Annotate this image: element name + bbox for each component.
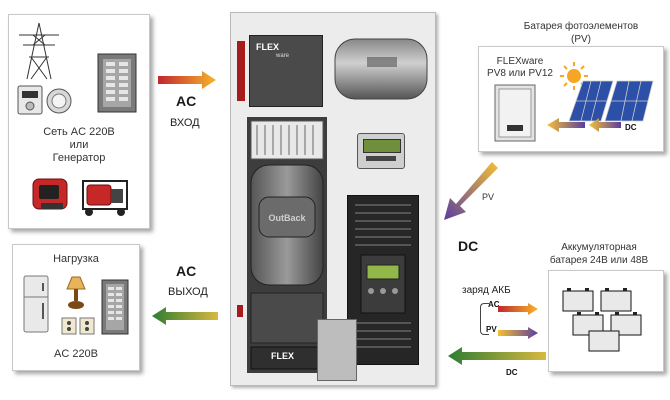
load-box: Нагрузка AC 220В bbox=[12, 244, 140, 371]
refrigerator-icon bbox=[23, 275, 49, 333]
lamp-icon bbox=[66, 276, 86, 309]
battery-dc-label: DC bbox=[506, 368, 518, 377]
load-voltage: AC 220В bbox=[53, 348, 99, 360]
brand-bottom: FLEX bbox=[271, 351, 295, 361]
top-right-tank bbox=[331, 33, 431, 105]
ac-output-sublabel: ВЫХОД bbox=[168, 286, 208, 298]
battery-title-line2: батарея 24В или 48В bbox=[549, 255, 649, 266]
pv-to-combiner-arrow-2 bbox=[589, 118, 621, 132]
ac-breaker-strip bbox=[237, 41, 245, 101]
sun-icon bbox=[560, 62, 588, 90]
solar-panels-icon bbox=[568, 80, 654, 122]
charge-bracket bbox=[480, 303, 489, 335]
red-tab bbox=[237, 305, 243, 317]
load-breaker-panel-icon bbox=[101, 279, 129, 335]
brand-top: FLEX bbox=[256, 42, 280, 52]
grid-label-line2: или bbox=[69, 139, 89, 151]
breaker-panel-icon bbox=[97, 53, 137, 113]
brand-top-sub: ware bbox=[276, 53, 290, 59]
bottom-conduit-box bbox=[317, 319, 357, 381]
battery-title-line1: Аккумуляторная bbox=[561, 242, 637, 253]
pv-combiner-box-icon bbox=[494, 84, 536, 142]
charge-ac-label: AC bbox=[488, 300, 500, 309]
panel-dc-label: DC bbox=[625, 123, 637, 132]
battery-dc-arrow bbox=[448, 347, 546, 365]
pv-title-line2: (PV) bbox=[571, 34, 591, 45]
ac-output-label: AC bbox=[176, 263, 197, 279]
power-pylon-icon bbox=[19, 22, 59, 80]
pv-to-combiner-arrow-1 bbox=[547, 118, 585, 132]
pv-combiner-line1: FLEXware bbox=[496, 56, 544, 67]
dc-label: DC bbox=[458, 238, 479, 254]
flexpower-system-enclosure: FLEX ware OutBack FLEX bbox=[230, 12, 436, 386]
pv-combiner-line2: PV8 или PV12 bbox=[487, 68, 553, 79]
ac-output-arrow bbox=[152, 307, 218, 325]
open-frame-generator-icon bbox=[82, 180, 128, 216]
svg-text:OutBack: OutBack bbox=[268, 213, 306, 223]
pv-array-box: FLEXware PV8 или PV12 DC bbox=[478, 46, 664, 152]
ac-input-arrow bbox=[158, 71, 216, 89]
pv-title-line1: Батарея фотоэлементов bbox=[523, 21, 639, 32]
radian-inverter-stack: OutBack bbox=[247, 117, 327, 373]
flexmax-charge-controller bbox=[347, 195, 419, 365]
charge-label: заряд АКБ bbox=[462, 285, 511, 296]
pv-to-controller-arrow bbox=[444, 162, 498, 220]
portable-generator-icon bbox=[32, 178, 68, 210]
flexware-ac-box: FLEX ware bbox=[249, 35, 323, 107]
pv-arrow-label: PV bbox=[482, 192, 495, 202]
mate-display bbox=[357, 133, 405, 169]
charge-pv-arrow bbox=[498, 327, 538, 339]
battery-box bbox=[548, 270, 664, 372]
load-title: Нагрузка bbox=[53, 253, 99, 265]
charge-pv-label: PV bbox=[486, 325, 497, 334]
grid-label-line1: Сеть AC 220В bbox=[43, 126, 115, 138]
ac-input-sublabel: ВХОД bbox=[170, 117, 200, 129]
electric-meter-icon bbox=[17, 85, 72, 115]
charge-ac-arrow bbox=[498, 303, 538, 315]
battery-bank-icon bbox=[562, 288, 642, 352]
outlets-icon bbox=[61, 317, 95, 335]
ac-input-label: AC bbox=[176, 93, 197, 109]
grid-source-box: Сеть AC 220В или Генератор bbox=[8, 14, 150, 229]
grid-label-line3: Генератор bbox=[52, 152, 106, 164]
